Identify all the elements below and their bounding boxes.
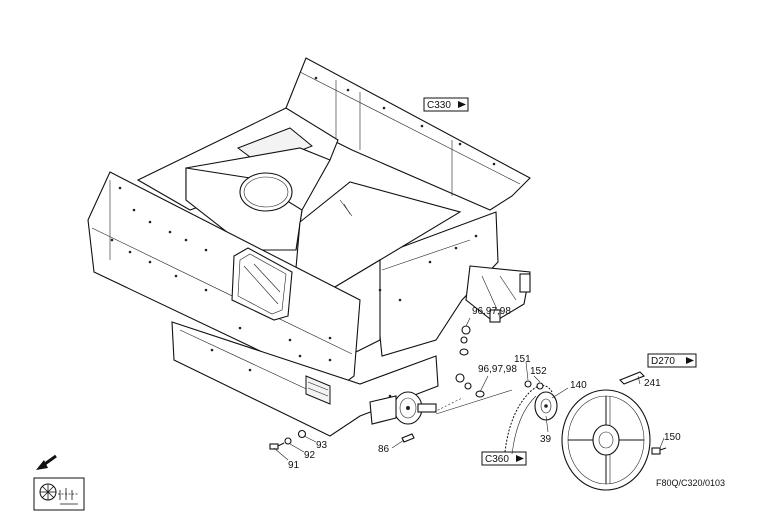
label-91: 91 xyxy=(288,460,300,471)
ref-box-c330: C330 xyxy=(423,97,469,112)
ref-box-c360: C360 xyxy=(481,451,527,466)
ref-d270-text: D270 xyxy=(651,356,675,367)
label-152: 152 xyxy=(530,366,547,377)
label-150: 150 xyxy=(664,432,681,443)
fasteners-middle xyxy=(455,373,485,398)
rivet-holes xyxy=(110,76,496,398)
ref-c360-text: C360 xyxy=(485,454,509,465)
drawing-code: F80Q/C320/0103 xyxy=(656,478,725,488)
front-side-panel xyxy=(87,171,361,389)
label-96-97-98-lower: 96,97,98 xyxy=(478,364,517,375)
label-92: 92 xyxy=(304,450,316,461)
key-241 xyxy=(619,371,645,385)
fasteners-left xyxy=(269,429,307,450)
direction-arrow-icon xyxy=(36,454,57,470)
machine-symbol-icon xyxy=(33,477,85,511)
chute-round-opening xyxy=(239,172,293,212)
label-39: 39 xyxy=(540,434,552,445)
inspection-window xyxy=(231,247,293,321)
right-bracket-frame xyxy=(465,265,531,323)
fasteners-upper xyxy=(459,325,471,356)
hopper-assembly xyxy=(87,57,531,437)
ref-box-d270: D270 xyxy=(647,353,697,368)
drive-chain xyxy=(504,385,553,455)
label-151: 151 xyxy=(514,354,531,365)
large-pulley-wheel xyxy=(561,389,651,491)
label-93: 93 xyxy=(316,440,328,451)
ref-c330-text: C330 xyxy=(427,100,451,111)
bolt-150 xyxy=(651,447,667,455)
label-241: 241 xyxy=(644,378,661,389)
small-sprocket xyxy=(524,380,558,421)
label-140: 140 xyxy=(570,380,587,391)
label-96-97-98-upper: 96,97,98 xyxy=(472,306,511,317)
key-86 xyxy=(401,433,415,443)
side-vent-grille xyxy=(305,375,331,405)
shaft-bearing-flange xyxy=(369,391,437,425)
leader-lines xyxy=(273,317,665,461)
label-86: 86 xyxy=(378,444,390,455)
right-side-panel xyxy=(371,211,499,357)
